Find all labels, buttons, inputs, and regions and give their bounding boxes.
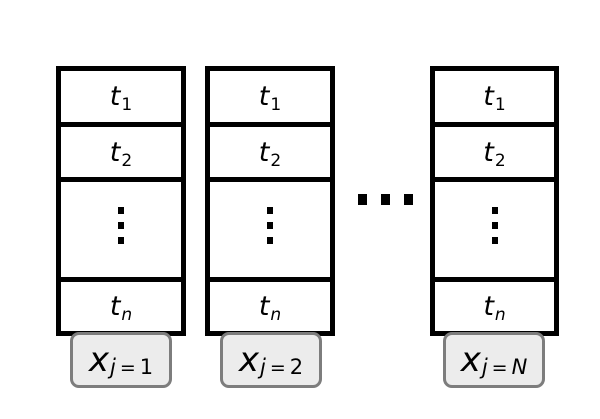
cell-text: t1 [483, 81, 506, 115]
stack1-cell-t2: t2 [61, 127, 181, 182]
label-subscript: j=1 [109, 354, 154, 379]
label-subscript: j=N [481, 354, 528, 379]
stack2-cell-vdots [210, 182, 330, 282]
vdots-icon [118, 207, 124, 244]
stack2-cell-tn: tn [210, 282, 330, 331]
cell-text: t1 [258, 81, 282, 115]
stack3-cell-t1: t1 [435, 71, 554, 127]
vdots-icon [267, 207, 273, 244]
label-var: x [460, 340, 481, 380]
stack1-cell-vdots [61, 182, 181, 282]
token-stack-1: t1 t2 tn [56, 66, 186, 336]
cell-text: tn [258, 291, 282, 325]
label-var: x [238, 340, 259, 380]
cell-text: tn [109, 291, 133, 325]
stack1-cell-t1: t1 [61, 71, 181, 127]
stack2-cell-t1: t1 [210, 71, 330, 127]
stack3-cell-tn: tn [435, 282, 554, 331]
cell-text: t1 [109, 81, 133, 115]
stack3-cell-vdots [435, 182, 554, 282]
stack1-cell-tn: tn [61, 282, 181, 331]
ellipsis-icon [358, 194, 413, 205]
cell-text: t2 [483, 136, 506, 171]
vdots-icon [491, 207, 498, 244]
cell-text: t2 [258, 136, 282, 171]
token-stack-3: t1 t2 tn [430, 66, 559, 336]
token-stack-2: t1 t2 tn [205, 66, 335, 336]
cell-text: tn [483, 291, 506, 325]
stack3-cell-t2: t2 [435, 127, 554, 182]
label-var: x [88, 340, 109, 380]
cell-text: t2 [109, 136, 133, 171]
label-subscript: j=2 [259, 354, 304, 379]
stack2-cell-t2: t2 [210, 127, 330, 182]
